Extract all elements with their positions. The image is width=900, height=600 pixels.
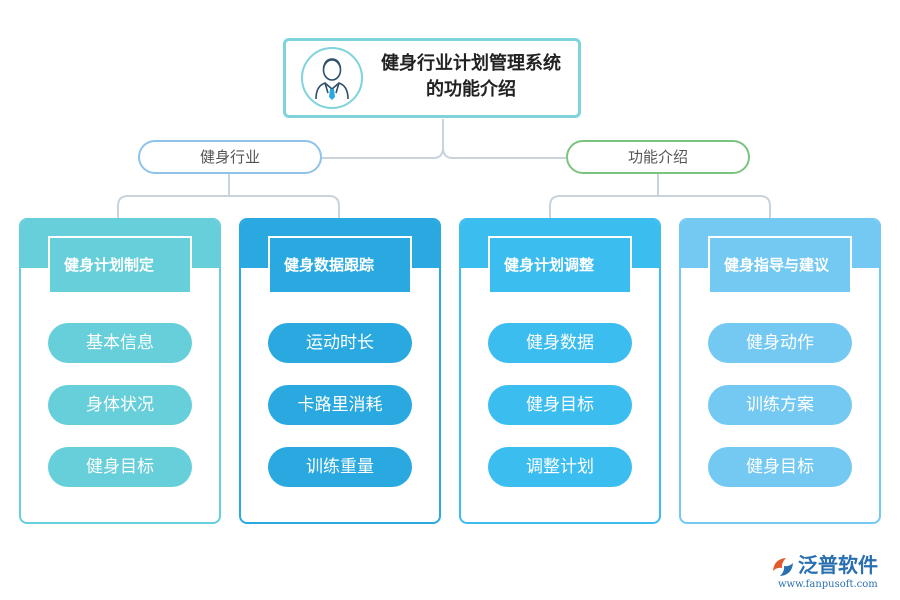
root-title-line1: 健身行业计划管理系统 <box>381 53 561 74</box>
list-item: 身体状况 <box>48 385 192 425</box>
column-guidance-advice: 健身指导与建议 健身动作 训练方案 健身目标 <box>679 218 881 524</box>
list-item: 健身动作 <box>708 323 852 363</box>
list-item: 调整计划 <box>488 447 632 487</box>
brand-logo: 泛普软件 www.fanpusoft.com <box>770 552 895 596</box>
column-data-tracking: 健身数据跟踪 运动时长 卡路里消耗 训练重量 <box>239 218 441 524</box>
column-plan-making: 健身计划制定 基本信息 身体状况 健身目标 <box>19 218 221 524</box>
list-item: 健身目标 <box>708 447 852 487</box>
column-header: 健身指导与建议 <box>708 236 852 294</box>
root-title-line2: 的功能介绍 <box>426 79 516 100</box>
list-item: 卡路里消耗 <box>268 385 412 425</box>
brand-swirl-icon <box>770 555 796 583</box>
root-connector <box>322 119 566 159</box>
list-item: 训练方案 <box>708 385 852 425</box>
category-pill-function-intro: 功能介绍 <box>566 140 750 174</box>
list-item: 运动时长 <box>268 323 412 363</box>
column-header: 健身数据跟踪 <box>268 236 412 294</box>
brand-name: 泛普软件 <box>798 553 878 577</box>
left-branch-connector <box>117 174 340 219</box>
list-item: 训练重量 <box>268 447 412 487</box>
list-item: 健身数据 <box>488 323 632 363</box>
column-plan-adjustment: 健身计划调整 健身数据 健身目标 调整计划 <box>459 218 661 524</box>
column-header: 健身计划制定 <box>48 236 192 294</box>
brand-url: www.fanpusoft.com <box>778 579 878 590</box>
list-item: 健身目标 <box>488 385 632 425</box>
category-pill-fitness-industry: 健身行业 <box>138 140 322 174</box>
right-branch-connector <box>549 174 771 219</box>
businessman-avatar-icon <box>301 47 363 109</box>
root-title: 健身行业计划管理系统 的功能介绍 <box>366 51 576 103</box>
list-item: 基本信息 <box>48 323 192 363</box>
root-node: 健身行业计划管理系统 的功能介绍 <box>283 38 581 118</box>
list-item: 健身目标 <box>48 447 192 487</box>
column-header: 健身计划调整 <box>488 236 632 294</box>
